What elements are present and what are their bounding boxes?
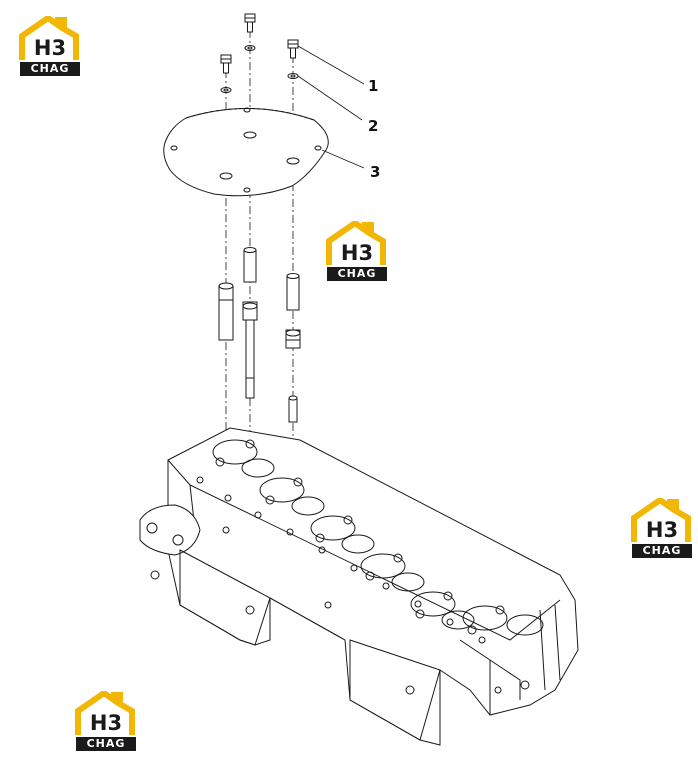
stud-center [242,301,258,399]
washer-center [244,45,256,51]
spacer-center-top [243,247,257,283]
spacer-right-top [286,273,300,311]
stud-right [288,395,298,423]
logo-monogram: H3 [33,36,67,60]
logo-monogram: H3 [89,711,123,735]
house-roof-icon [19,16,79,60]
logo-wordmark: CHAG [632,544,692,558]
nut-right [285,329,301,349]
house-roof-icon [75,691,135,735]
cover-plate [163,107,329,197]
cylinder-head [139,427,579,746]
callout-1: 1 [368,77,379,95]
house-roof-icon [326,221,386,265]
logo-monogram: H3 [340,241,374,265]
screw-center [244,13,256,33]
leader-lines [297,45,365,169]
logo-monogram: H3 [645,518,679,542]
screw-left [220,54,232,74]
watermark-logo: H3 CHAG [325,221,389,281]
valve-chambers [212,439,544,636]
logo-wordmark: CHAG [76,737,136,751]
callout-2: 2 [368,117,379,135]
watermark-logo: H3 CHAG [74,691,138,751]
screw-right [287,39,299,59]
watermark-logo: H3 CHAG [18,16,82,76]
watermark-logo: H3 CHAG [630,498,694,558]
washer-left [220,87,232,93]
house-roof-icon [631,498,691,542]
washer-right [287,73,299,79]
valve-ports [215,439,505,635]
head-bolts [196,476,530,695]
spacer-left [218,282,234,341]
callout-3: 3 [370,163,381,181]
logo-wordmark: CHAG [20,62,80,76]
logo-wordmark: CHAG [327,267,387,281]
